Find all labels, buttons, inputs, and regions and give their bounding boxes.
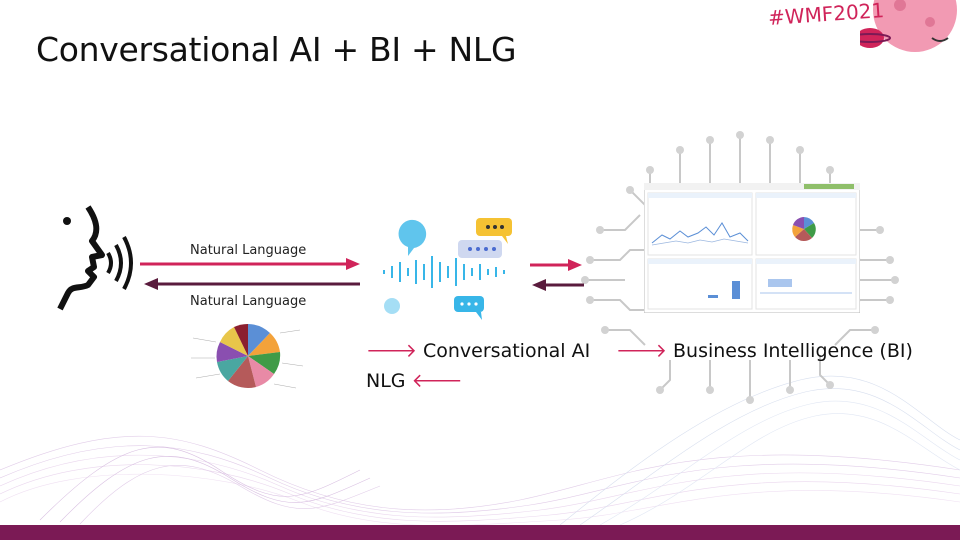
conversation-bubbles-icon (383, 218, 512, 320)
dashboard-thumbnail (644, 183, 860, 313)
speaking-head-icon (57, 205, 133, 311)
arrow-right-icon: 🡒 (366, 340, 417, 362)
conversational-ai-label: 🡒 Conversational AI (366, 340, 591, 362)
page-title: Conversational AI + BI + NLG (36, 30, 517, 69)
arrow-left-icon: 🡐 (411, 370, 463, 392)
bottom-arrow-label: Natural Language (190, 294, 307, 309)
footer-bar (0, 525, 960, 540)
nlg-label: NLG 🡐 (366, 370, 463, 392)
bi-label: 🡒 Business Intelligence (BI) (616, 340, 913, 362)
top-arrow-label: Natural Language (190, 243, 307, 258)
right-arrow (140, 258, 360, 270)
right-arrow-2 (530, 259, 582, 271)
left-arrow-2 (532, 279, 584, 291)
planet-mascot (860, 0, 957, 52)
arrow-right-icon: 🡒 (616, 340, 667, 362)
left-arrow (144, 278, 360, 290)
pie-chart-thumbnail (191, 323, 304, 389)
